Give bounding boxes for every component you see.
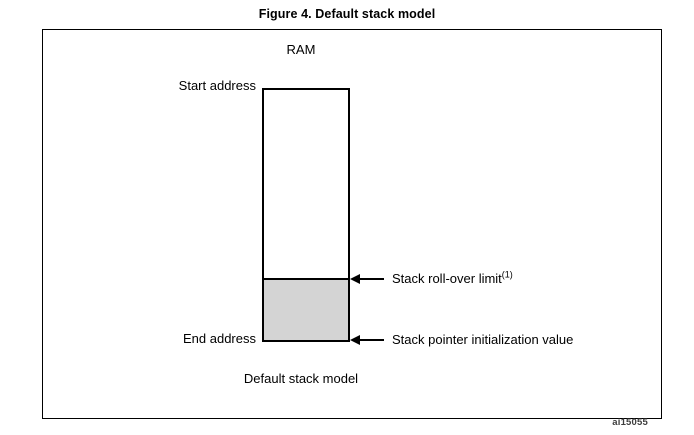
allocated-stack-space-region [264, 280, 348, 340]
stack-pointer-initialization-annotation: Stack pointer initialization value [350, 332, 573, 347]
ram-region-label: RAM [286, 42, 316, 57]
free-stack-space-region [264, 90, 348, 278]
stack-rollover-limit-text: Stack roll-over limit(1) [392, 269, 513, 286]
figure-reference-code: ai15055 [612, 417, 648, 428]
stack-pointer-initialization-label: Stack pointer initialization value [392, 332, 574, 347]
stack-rollover-limit-divider [264, 278, 348, 281]
left-arrow-icon [350, 334, 384, 346]
stack-rollover-limit-footnote: (1) [501, 269, 513, 280]
diagram-caption: Default stack model [243, 371, 359, 386]
stack-rollover-limit-label: Stack roll-over limit [392, 271, 502, 286]
memory-block [262, 88, 350, 342]
start-address-label: Start address [178, 78, 256, 93]
figure-frame [42, 29, 662, 419]
stack-rollover-limit-annotation: Stack roll-over limit(1) [350, 269, 513, 286]
figure-title: Figure 4. Default stack model [258, 7, 436, 21]
end-address-label: End address [183, 331, 256, 346]
left-arrow-icon [350, 273, 384, 285]
